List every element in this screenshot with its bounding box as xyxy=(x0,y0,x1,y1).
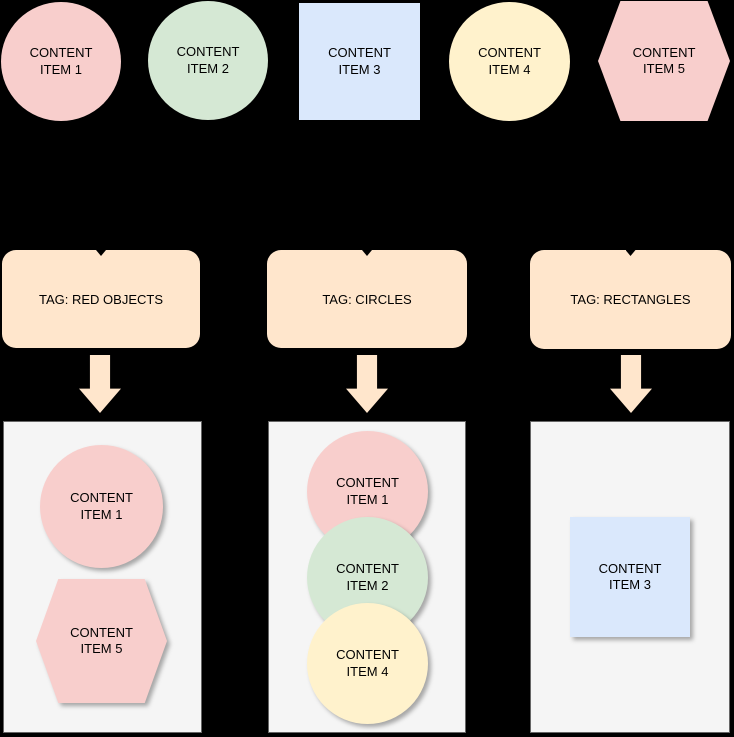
content-item-label: CONTENT ITEM 3 xyxy=(328,45,391,77)
grouped-content-item-3: CONTENT ITEM 3 xyxy=(570,517,690,637)
grouped-content-item-5: CONTENT ITEM 5 xyxy=(36,579,167,703)
connector-arrowhead-icon xyxy=(362,250,372,256)
content-item-label: CONTENT ITEM 1 xyxy=(336,475,399,507)
content-item-label: CONTENT ITEM 3 xyxy=(598,560,662,592)
content-item-1-node: CONTENT ITEM 1 xyxy=(1,2,121,121)
group-rectangles: CONTENT ITEM 3 xyxy=(530,421,730,733)
content-item-label: CONTENT ITEM 5 xyxy=(632,44,696,76)
content-item-label: CONTENT ITEM 1 xyxy=(70,490,133,522)
content-item-2-node: CONTENT ITEM 2 xyxy=(148,1,268,120)
content-item-label: CONTENT ITEM 4 xyxy=(478,45,541,77)
tag-label: TAG: CIRCLES xyxy=(322,291,412,307)
content-item-label: CONTENT ITEM 5 xyxy=(70,624,133,656)
down-arrow-icon xyxy=(610,355,652,413)
tag-label: TAG: RECTANGLES xyxy=(570,292,691,307)
connector-arrowhead-icon xyxy=(625,250,636,256)
connector-arrowhead-icon xyxy=(96,250,106,256)
tag-red-objects: TAG: RED OBJECTS xyxy=(2,250,200,348)
content-item-label: CONTENT ITEM 1 xyxy=(29,45,93,77)
tag-rectangles: TAG: RECTANGLES xyxy=(530,250,731,349)
tag-label: TAG: RED OBJECTS xyxy=(39,291,163,307)
content-item-label: CONTENT ITEM 2 xyxy=(176,44,240,76)
tag-circles: TAG: CIRCLES xyxy=(267,250,467,348)
grouped-content-item-1: CONTENT ITEM 1 xyxy=(40,445,163,568)
content-item-label: CONTENT ITEM 4 xyxy=(336,647,399,679)
grouped-content-item-4: CONTENT ITEM 4 xyxy=(307,603,428,724)
group-red-objects: CONTENT ITEM 1 CONTENT ITEM 5 xyxy=(3,421,202,733)
down-arrow-icon xyxy=(346,355,388,413)
content-item-label: CONTENT ITEM 2 xyxy=(336,561,399,593)
content-item-4-node: CONTENT ITEM 4 xyxy=(449,2,570,121)
down-arrow-icon xyxy=(79,355,121,413)
content-item-5-node: CONTENT ITEM 5 xyxy=(598,1,730,121)
content-item-3-node: CONTENT ITEM 3 xyxy=(299,3,420,120)
group-circles: CONTENT ITEM 1 CONTENT ITEM 2 CONTENT IT… xyxy=(268,421,466,733)
hexagon-shape: CONTENT ITEM 5 xyxy=(36,579,167,703)
